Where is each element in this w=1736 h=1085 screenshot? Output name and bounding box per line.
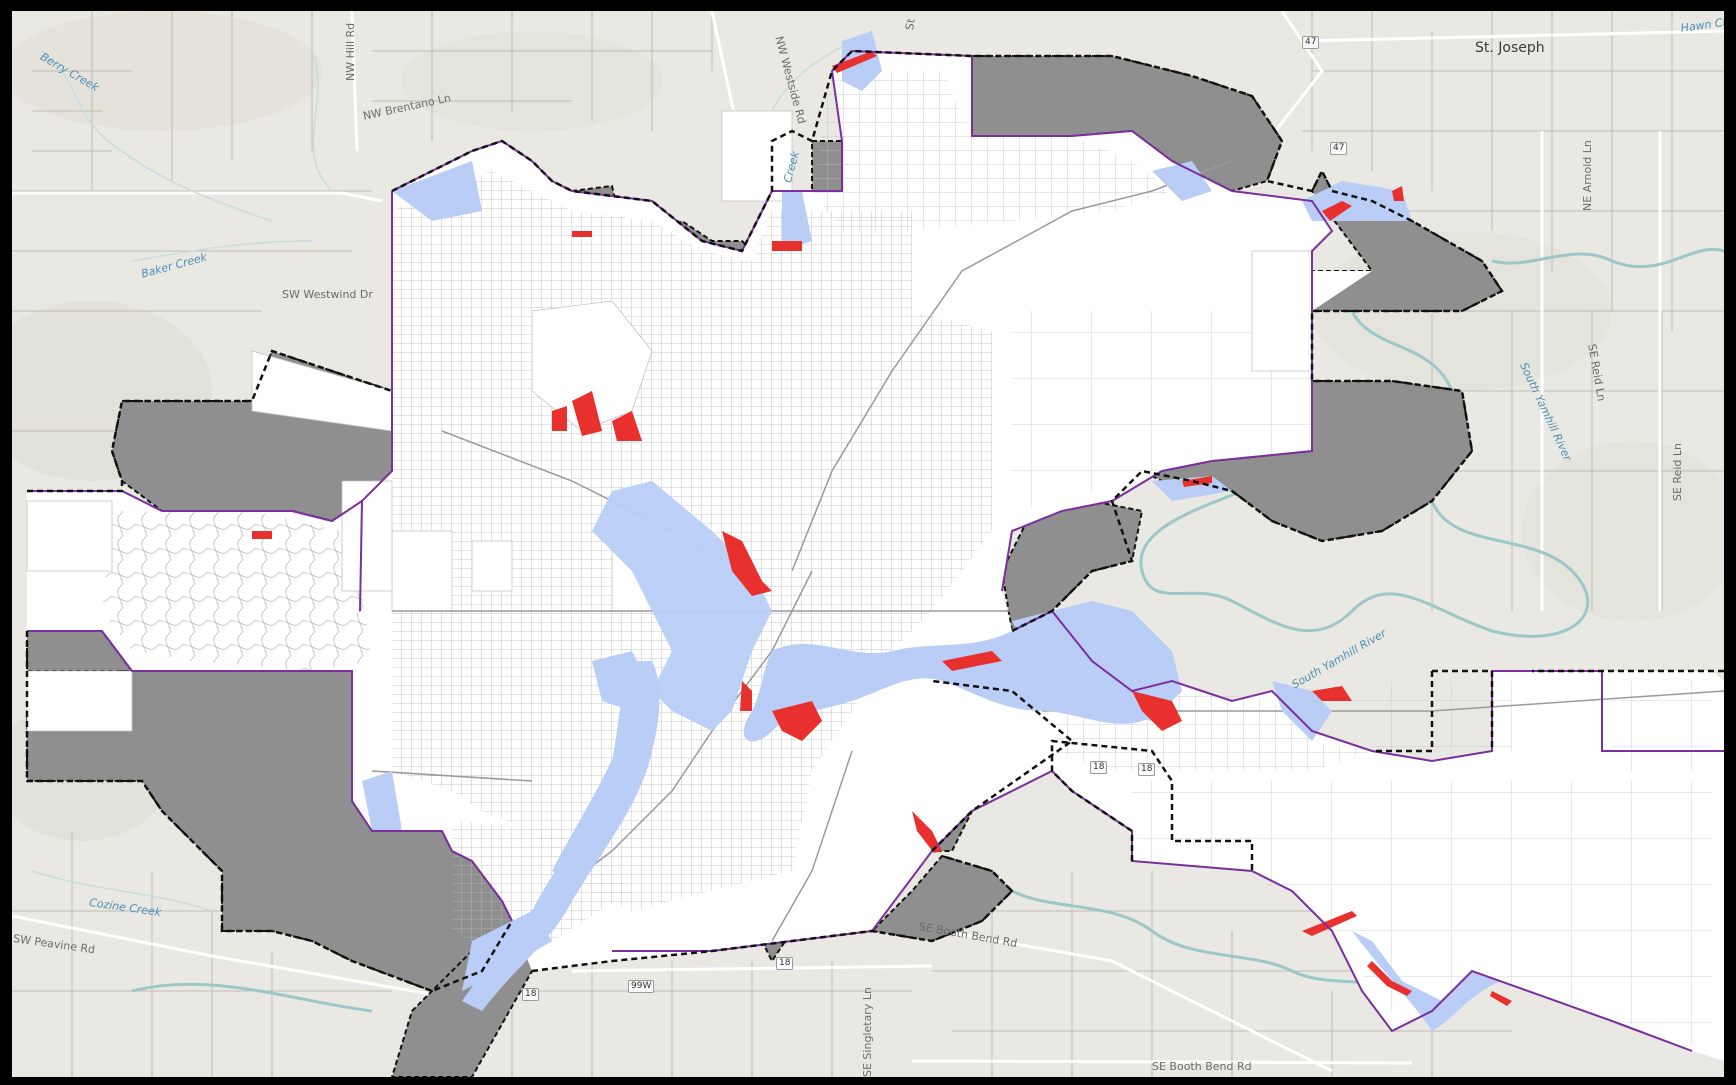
highway-shield-47-a: 47 bbox=[1302, 36, 1320, 49]
road-label-ne-arnold-ln: NE Arnold Ln bbox=[1581, 140, 1594, 211]
map-svg bbox=[12, 11, 1724, 1077]
road-label-se-singletary-ln: SE Singletary Ln bbox=[861, 987, 874, 1077]
highway-shield-18-b: 18 bbox=[1138, 763, 1156, 776]
place-label-st-joseph: St. Joseph bbox=[1475, 40, 1545, 56]
road-label-nw-hill-rd: NW Hill Rd bbox=[344, 22, 357, 81]
highway-shield-47-b: 47 bbox=[1330, 142, 1348, 155]
map-canvas[interactable]: St. Joseph NW Hill Rd NW Brentano Ln NW … bbox=[12, 11, 1724, 1077]
road-label-se-booth-bend-rd-2: SE Booth Bend Rd bbox=[1152, 1060, 1252, 1073]
floodplain bbox=[362, 31, 1502, 1031]
minor-streams bbox=[31, 30, 873, 912]
road-label-sw-westwind-dr: SW Westwind Dr bbox=[282, 288, 373, 301]
highway-shield-18-a: 18 bbox=[1090, 761, 1108, 774]
road-label-se-reid-ln-2: SE Reid Ln bbox=[1671, 443, 1684, 501]
highway-shield-18-c: 18 bbox=[522, 988, 540, 1001]
road-label-st: St bbox=[903, 17, 918, 32]
growth-boundary bbox=[25, 49, 1724, 993]
highway-shield-99w: 99W bbox=[628, 980, 655, 993]
highway-shield-18-d: 18 bbox=[776, 957, 794, 970]
steep-slopes bbox=[252, 51, 1512, 1006]
